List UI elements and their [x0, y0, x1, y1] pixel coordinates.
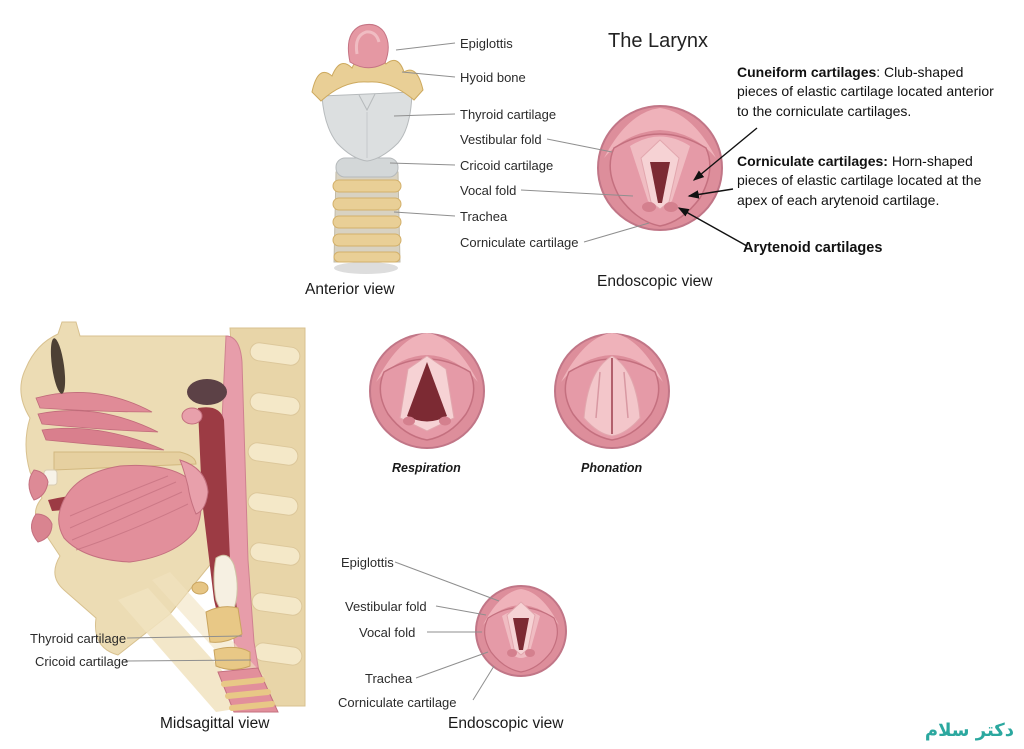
leader-thyroid-sagittal: [126, 635, 243, 639]
label-thyroid-cartilage: Thyroid cartilage: [460, 107, 557, 122]
label-trachea: Trachea: [460, 209, 508, 224]
hyoid-shape: [311, 55, 424, 102]
leader-epiglottis-bottom: [394, 561, 500, 602]
hyoid-sagittal: [191, 581, 209, 595]
leader-hyoid: [401, 71, 456, 78]
leader-cricoid: [389, 162, 456, 166]
arrow-corniculate: [687, 188, 734, 199]
glottis-opening-small: [513, 618, 529, 650]
respiration-illustration: [369, 333, 485, 449]
label-corniculate-cartilage: Corniculate cartilage: [460, 235, 579, 250]
leader-corniculate-bottom: [472, 665, 495, 701]
epiglottis-highlight: [354, 30, 381, 55]
annotation-cuneiform: Cuneiform cartilages: Club-shaped pieces…: [737, 63, 1005, 121]
annotation-cuneiform-desc: : Club-shaped pieces of elastic cartilag…: [737, 64, 994, 119]
tongue-striations: [69, 475, 189, 551]
endoscopic-view-bottom-illustration: [475, 585, 567, 677]
trachea-rings: [332, 179, 402, 263]
leader-cricoid-sagittal: [124, 659, 252, 662]
label-thyroid-cartilage-sagittal: Thyroid cartilage: [30, 631, 127, 646]
leader-vestibular-bottom: [435, 605, 487, 616]
cricoid-sagittal: [213, 646, 251, 670]
label-corniculate-cartilage-bottom: Corniculate cartilage: [338, 695, 457, 710]
caption-respiration: Respiration: [392, 461, 461, 475]
shadow: [334, 262, 398, 274]
annotation-corniculate-desc: Horn-shaped pieces of elastic cartilage …: [737, 153, 982, 208]
leader-vocal: [520, 189, 634, 197]
label-vocal-fold-bottom: Vocal fold: [359, 625, 416, 640]
site-watermark-logo: دکتر سلام: [924, 720, 1014, 741]
hard-palate: [53, 451, 197, 471]
label-cricoid-cartilage: Cricoid cartilage: [460, 158, 554, 173]
arrow-cuneiform: [692, 127, 758, 181]
leader-vestibular: [546, 138, 613, 153]
caption-anterior-view: Anterior view: [305, 281, 395, 298]
anterior-view-illustration: [311, 24, 424, 274]
leader-epiglottis: [395, 42, 456, 51]
trachea-sagittal-rings: [221, 677, 275, 711]
frontal-sinus: [50, 338, 66, 394]
label-vestibular-fold-bottom: Vestibular fold: [345, 599, 427, 614]
annotation-corniculate-term: Corniculate cartilages:: [737, 153, 888, 169]
annotation-cuneiform-term: Cuneiform cartilages: [737, 64, 877, 80]
caption-endoscopic-view-bottom: Endoscopic view: [448, 715, 564, 732]
phonation-illustration: [554, 333, 670, 449]
leader-trachea-bottom: [415, 651, 489, 679]
leader-trachea: [393, 211, 456, 217]
endoscopic-view-top-illustration: [597, 105, 723, 231]
lower-lip: [31, 513, 53, 543]
label-vestibular-fold: Vestibular fold: [460, 132, 542, 147]
upper-lip: [28, 469, 49, 501]
label-hyoid-bone: Hyoid bone: [460, 70, 526, 85]
leader-corniculate: [583, 222, 650, 243]
glottis-open-wide: [407, 362, 447, 422]
nasal-conchae: [35, 392, 165, 451]
caption-phonation: Phonation: [581, 461, 643, 475]
label-epiglottis-bottom: Epiglottis: [341, 555, 394, 570]
epiglottis-shape: [347, 24, 389, 69]
nasopharynx-opening: [187, 379, 227, 405]
label-trachea-bottom: Trachea: [365, 671, 413, 686]
caption-endoscopic-view-top: Endoscopic view: [597, 273, 713, 290]
glottis-opening: [650, 162, 670, 203]
annotation-corniculate: Corniculate cartilages: Horn-shaped piec…: [737, 152, 1009, 210]
leader-lines: [124, 42, 650, 701]
leader-thyroid: [393, 113, 456, 117]
label-cricoid-cartilage-sagittal: Cricoid cartilage: [35, 654, 129, 669]
annotation-arrows: [677, 127, 758, 247]
torus-tubarius: [181, 407, 203, 425]
thyroid-notch: [358, 93, 376, 112]
midsagittal-view-illustration: [20, 321, 306, 713]
annotation-arytenoid: Arytenoid cartilages: [743, 240, 883, 256]
uvula: [179, 459, 209, 515]
label-epiglottis: Epiglottis: [460, 36, 513, 51]
neck-muscle-band: [118, 588, 254, 712]
vertebra-discs: [247, 342, 303, 666]
thyroid-sagittal: [205, 606, 243, 643]
diagram-title: The Larynx: [608, 30, 709, 52]
label-vocal-fold: Vocal fold: [460, 183, 517, 198]
epiglottis-sagittal: [213, 554, 238, 614]
arrow-arytenoid: [677, 207, 748, 247]
caption-midsagittal-view: Midsagittal view: [160, 715, 270, 732]
tongue: [58, 464, 202, 563]
